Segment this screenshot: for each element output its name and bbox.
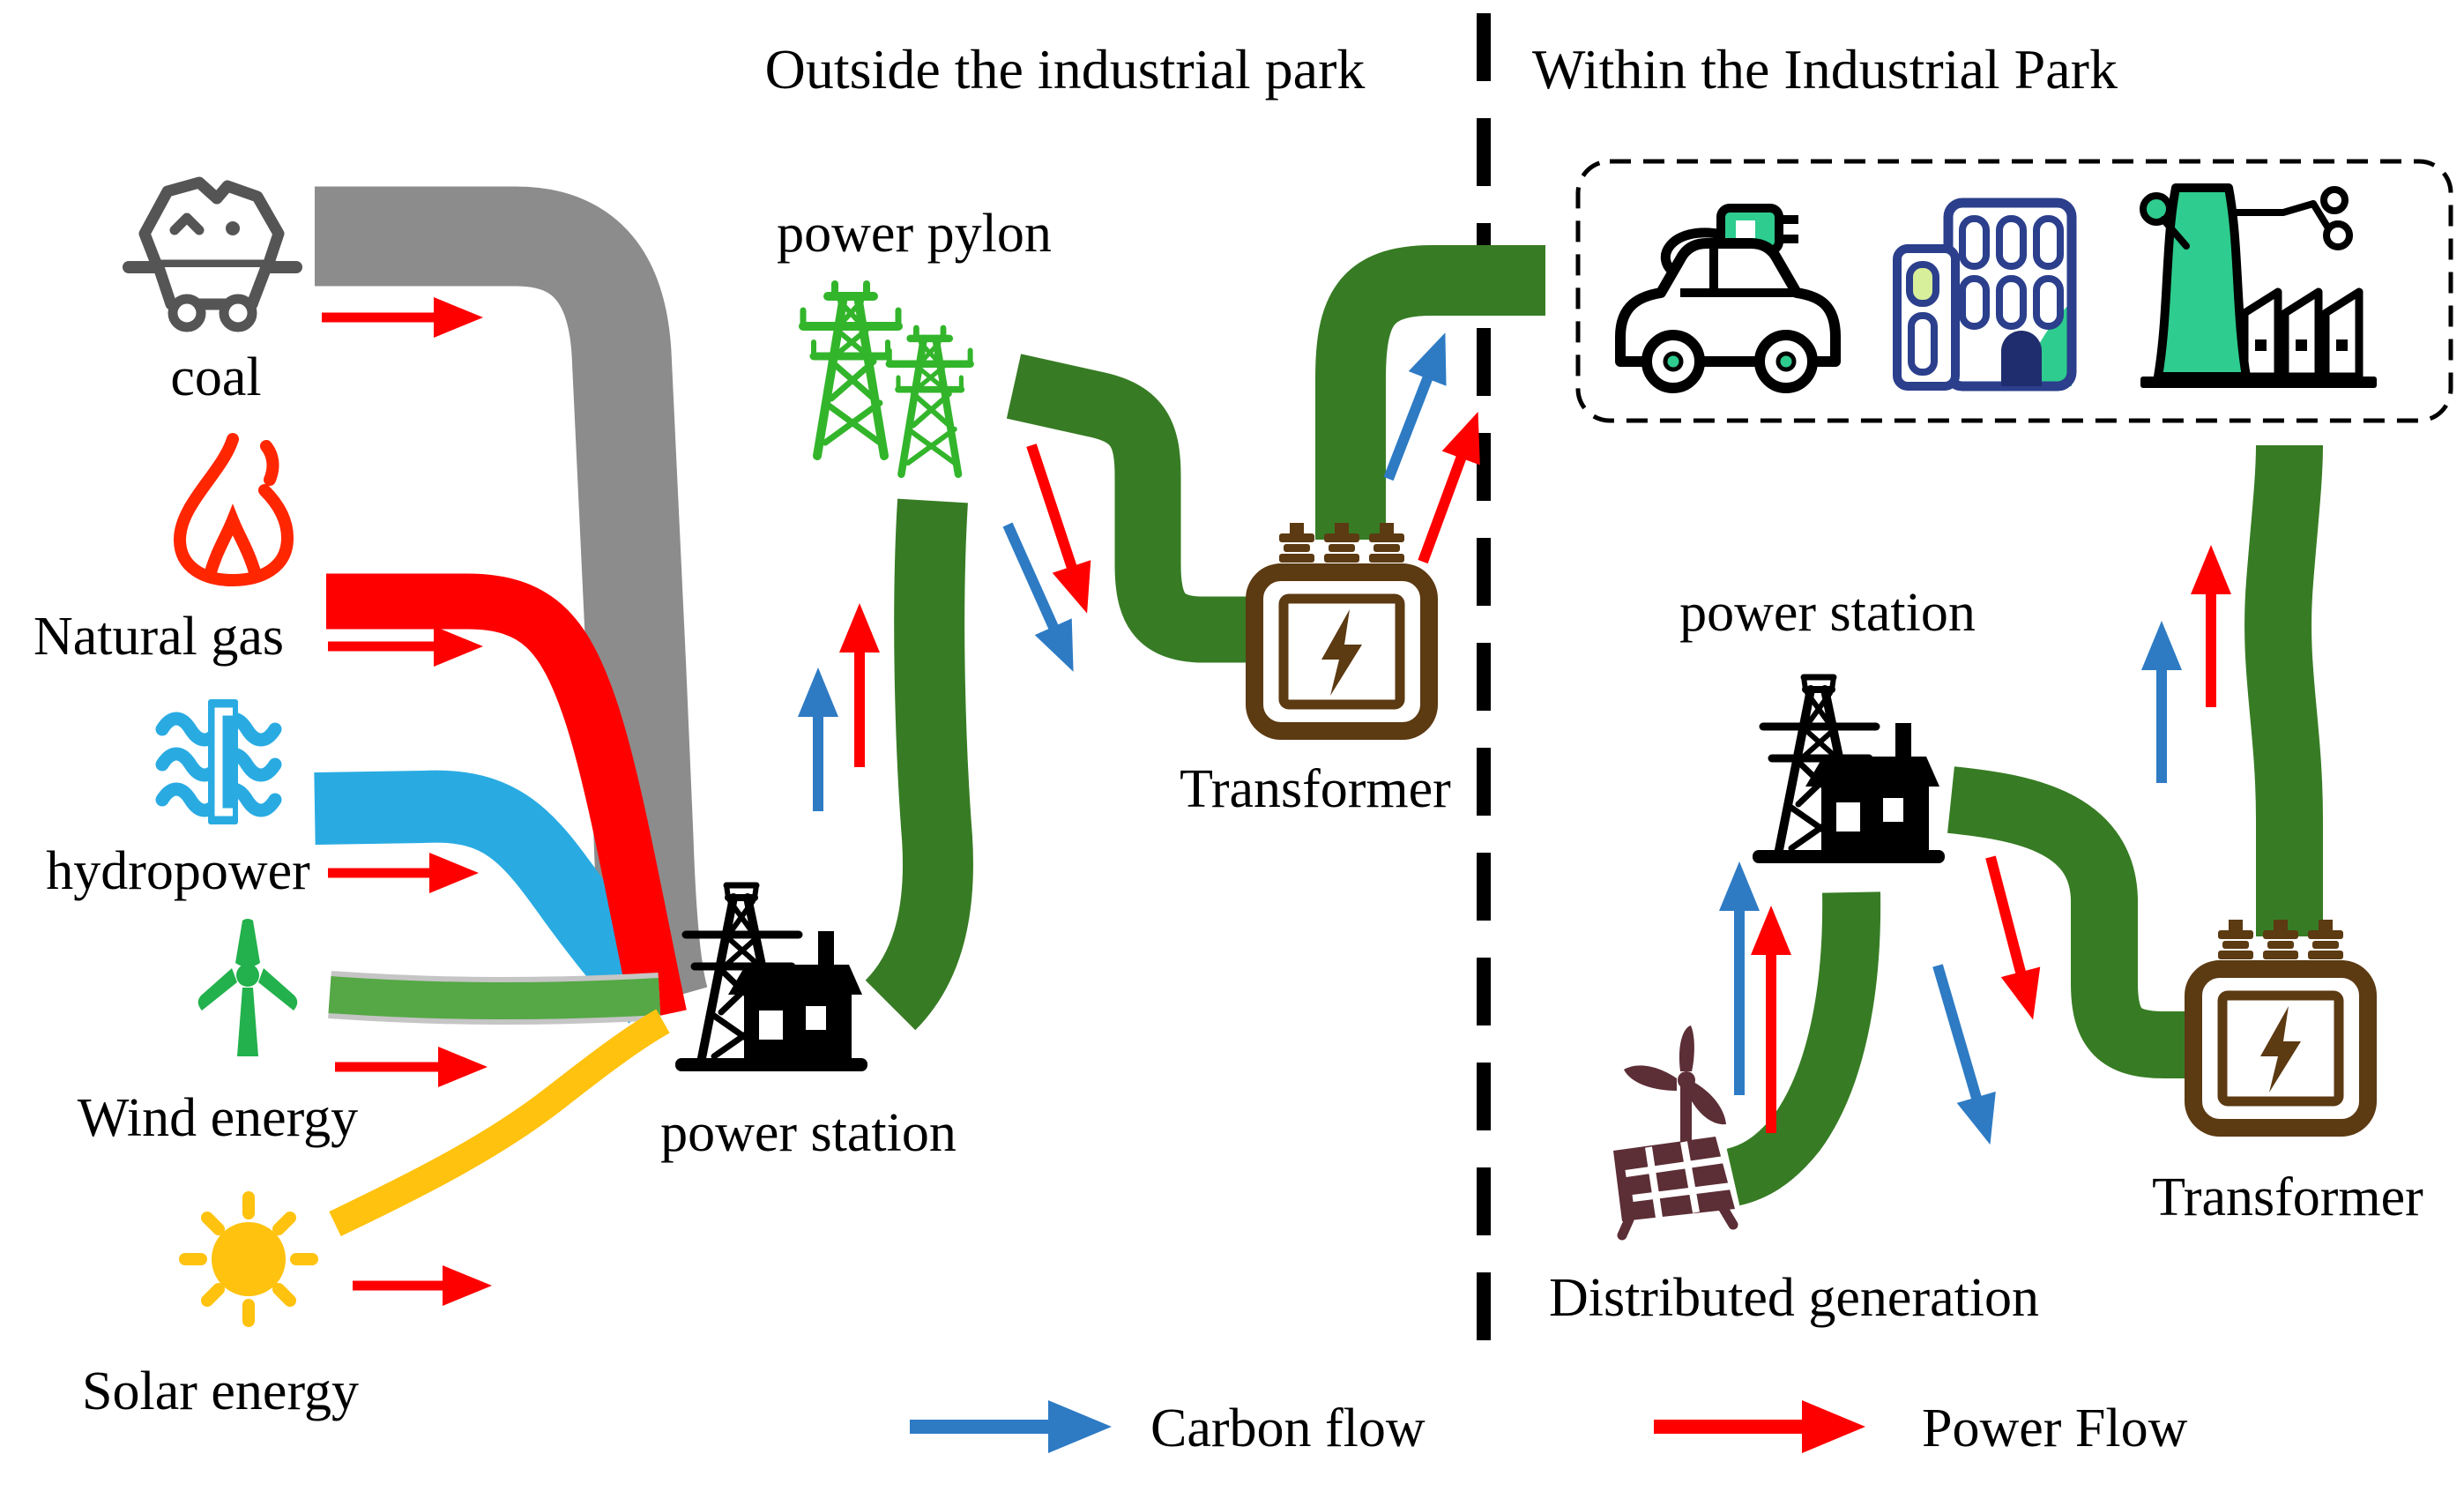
label-solar-energy: Solar energy (82, 1361, 359, 1421)
flame-icon (173, 433, 294, 587)
flow-pylon-to-transformer (1006, 354, 1250, 663)
label-power-pylon: power pylon (777, 204, 1052, 264)
electric-car-icon (1615, 204, 1841, 393)
label-transformer-outside: Transformer (1180, 759, 1451, 819)
hydropower-icon (155, 699, 282, 824)
wind-turbine-icon (197, 919, 298, 1056)
label-hydropower: hydropower (46, 841, 310, 901)
wind-flow-band (328, 976, 661, 1020)
distributed-generation-icon (1613, 1025, 1738, 1241)
label-wind-energy: Wind energy (78, 1088, 358, 1148)
transformer-inside-icon (2193, 920, 2368, 1128)
label-coal: coal (170, 347, 261, 407)
flow-station-to-transformer-inside (1947, 766, 2192, 1078)
legend-power-flow-label: Power Flow (1922, 1398, 2188, 1458)
title-within-park: Within the Industrial Park (1532, 38, 2118, 101)
carbon-flow-arrow-station-transformer-inside (1932, 964, 1996, 1145)
flow-station-to-pylon (864, 498, 973, 1031)
label-power-station-outside: power station (660, 1103, 957, 1163)
label-transformer-inside: Transformer (2152, 1167, 2423, 1227)
carbon-flow-arrow-pylon-transformer (1002, 522, 1074, 672)
coal-cart-icon (123, 176, 302, 332)
power-flow-arrow-station-transformer-inside (1985, 855, 2041, 1020)
power-flow-arrow-transformer-park (1418, 411, 1480, 564)
power-station-inside-icon (1753, 677, 1945, 863)
label-distributed-generation: Distributed generation (1549, 1268, 2039, 1328)
flow-transformer-to-park (1315, 245, 1545, 540)
solar-flow-band (329, 1009, 670, 1236)
factory-icon (2140, 183, 2377, 388)
sun-icon (179, 1191, 318, 1327)
natural-gas-flow-band (326, 573, 687, 1022)
industrial-park-box (1575, 159, 2453, 423)
buildings-icon (1893, 198, 2077, 392)
legend: Carbon flow Power Flow (910, 1398, 2188, 1458)
label-power-station-inside: power station (1679, 583, 1976, 643)
transformer-outside-icon (1254, 523, 1429, 731)
power-flow-arrow-pylon-transformer (1026, 444, 1091, 614)
legend-carbon-flow-label: Carbon flow (1150, 1398, 1426, 1458)
power-pylon-icon (803, 284, 971, 474)
flow-transformer-to-loads (2244, 444, 2323, 936)
title-outside-park: Outside the industrial park (765, 38, 1366, 101)
carbon-flow-arrow-transformer-park (1383, 332, 1447, 481)
flow-dg-to-station (1725, 891, 1881, 1206)
label-natural-gas: Natural gas (33, 607, 284, 667)
